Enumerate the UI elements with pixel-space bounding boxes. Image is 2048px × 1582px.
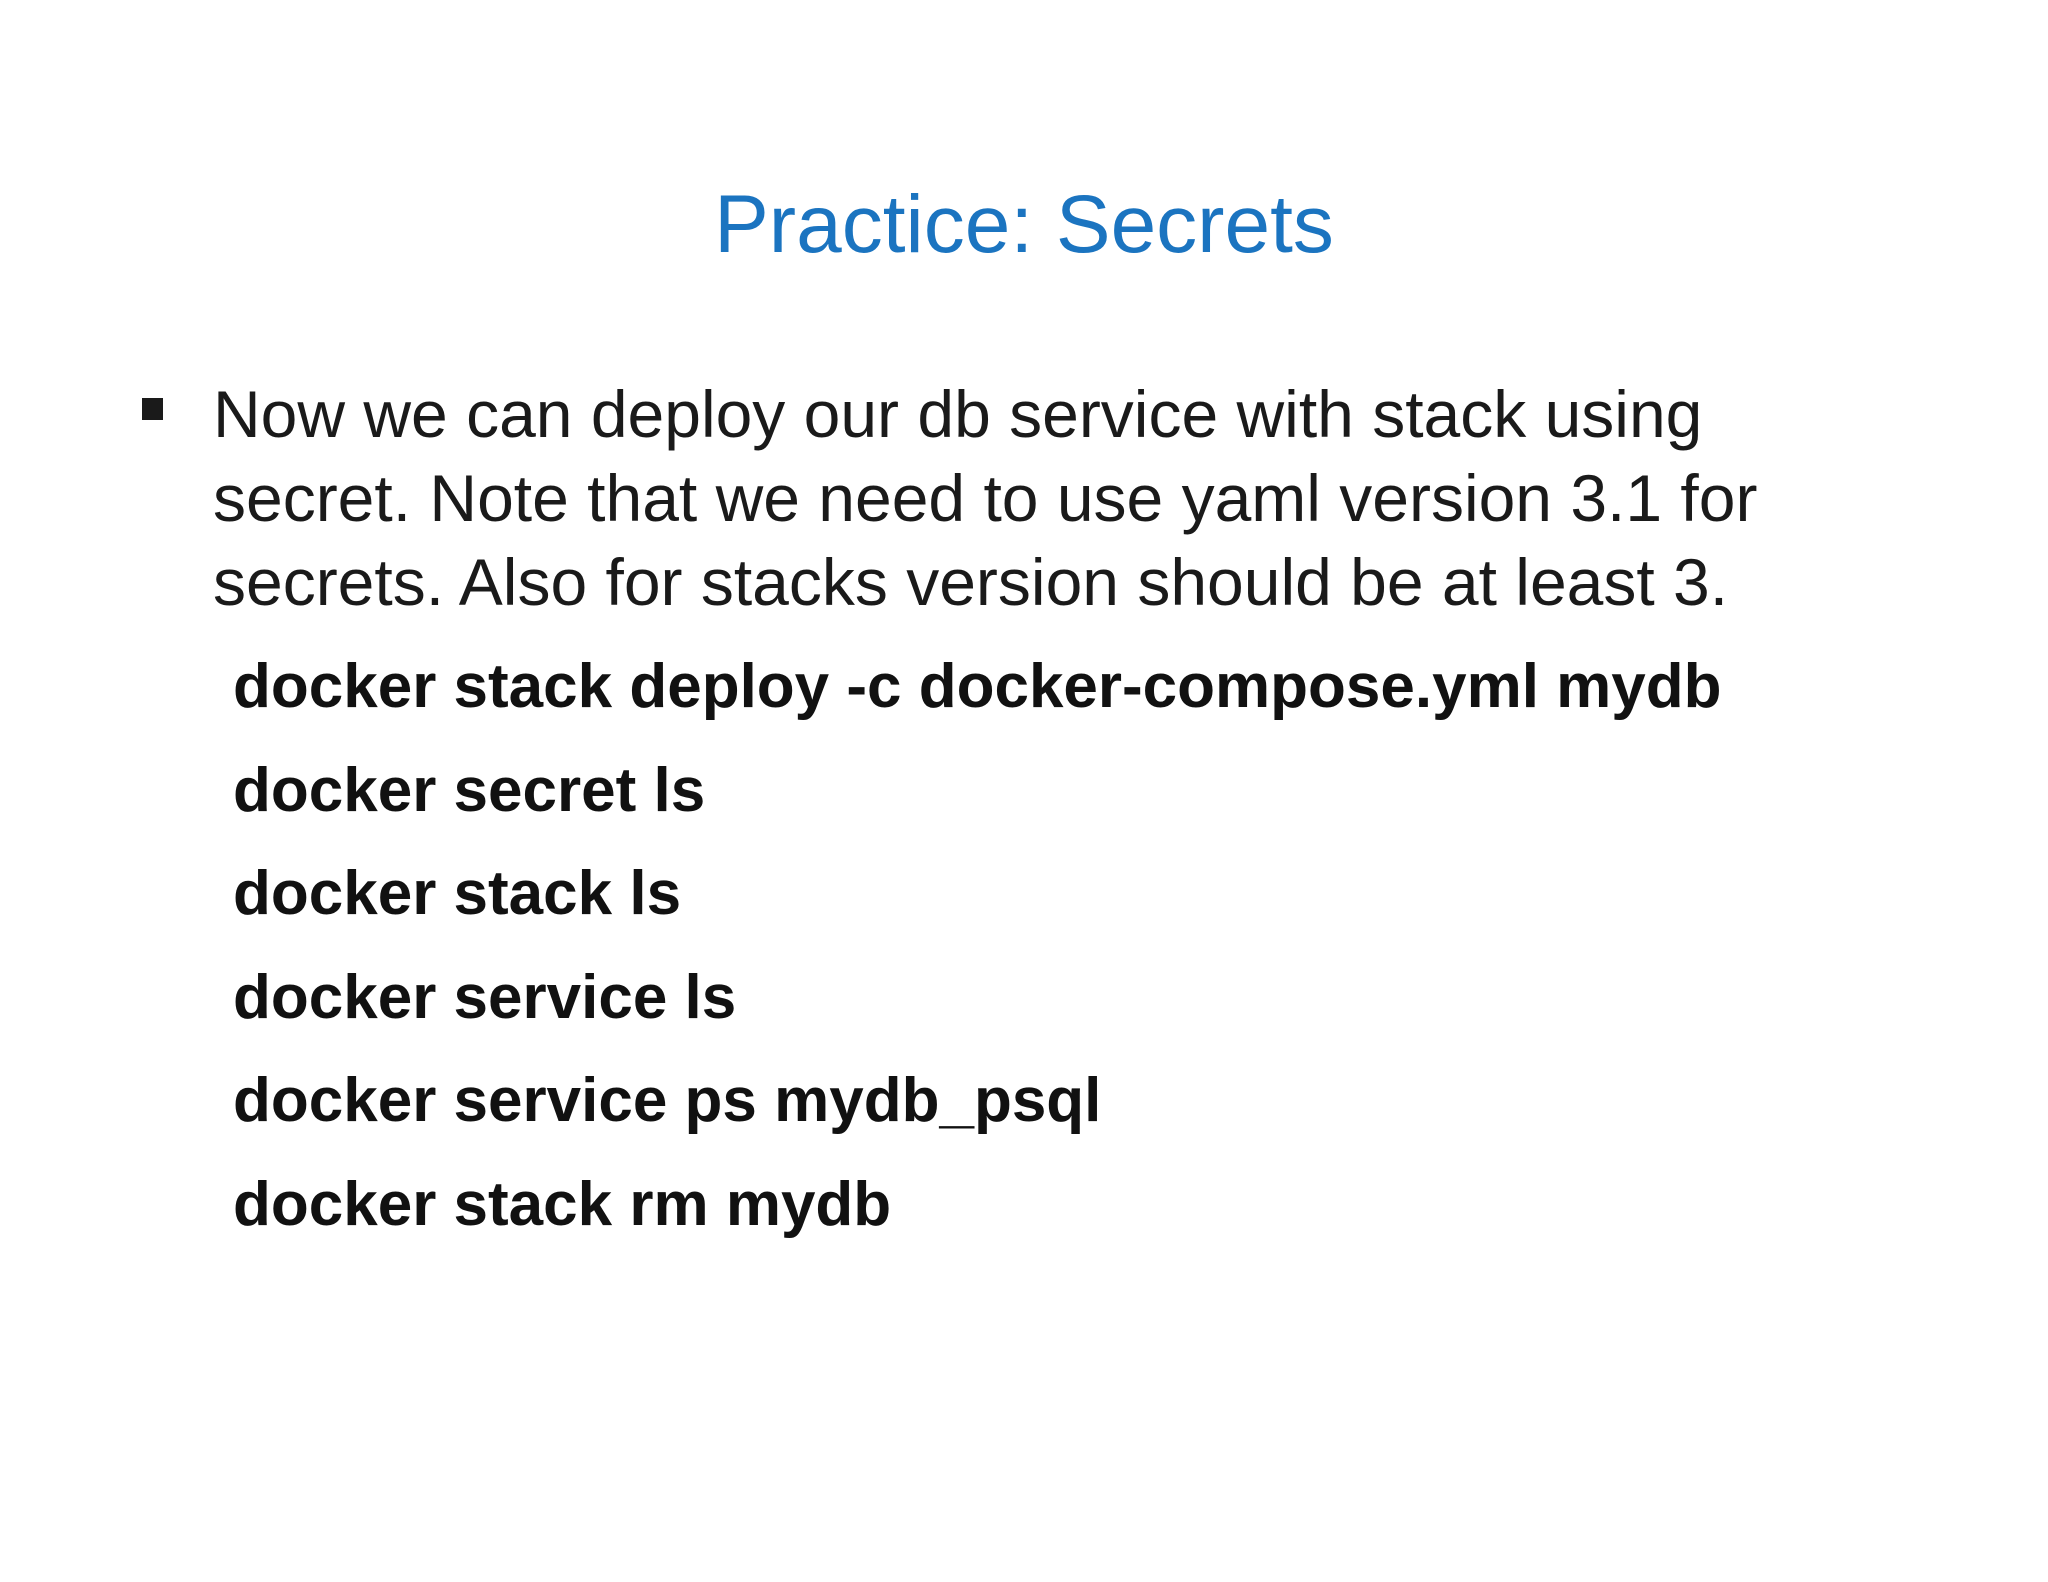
command-line-stack-rm: docker stack rm mydb — [233, 1169, 892, 1239]
slide-title: Practice: Secrets — [714, 179, 1334, 270]
bullet-paragraph: Now we can deploy our db service with st… — [213, 372, 1757, 624]
bullet-paragraph-line: secret. Note that we need to use yaml ve… — [213, 461, 1758, 535]
command-line-stack-ls: docker stack ls — [233, 859, 682, 928]
command-line-secret-ls: docker secret ls — [233, 755, 706, 825]
command-line-service-ls: docker service ls — [233, 962, 737, 1032]
bullet-square-icon — [142, 398, 163, 420]
bullet-paragraph-line: secrets. Also for stacks version should … — [213, 545, 1729, 619]
command-line-stack-deploy: docker stack deploy -c docker-compose.ym… — [233, 652, 1722, 721]
command-list: docker stack deploy -c docker-compose.ym… — [233, 635, 1722, 1256]
bullet-paragraph-line: Now we can deploy our db service with st… — [213, 377, 1703, 451]
command-line-service-ps: docker service ps mydb_psql — [233, 1066, 1102, 1135]
